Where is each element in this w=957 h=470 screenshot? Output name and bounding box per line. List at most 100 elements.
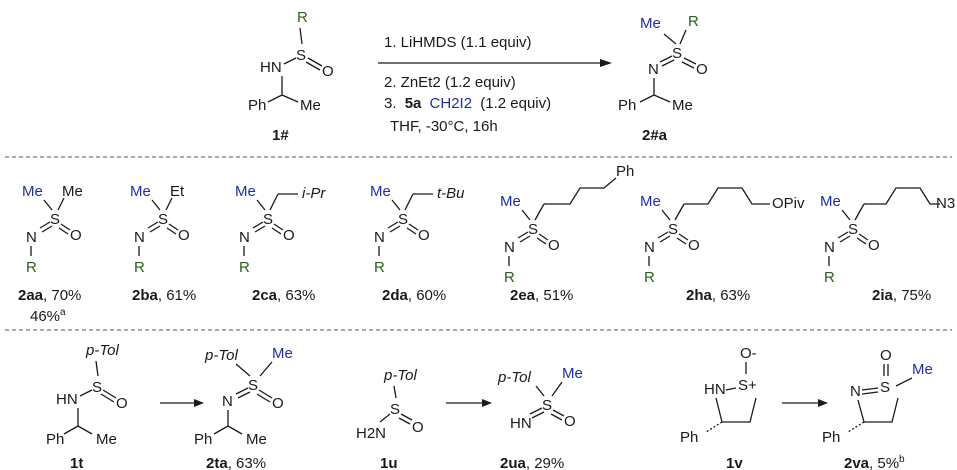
atom-me: Me bbox=[62, 183, 83, 200]
atom-ph: Ph bbox=[616, 163, 634, 180]
atom-s-plus: S+ bbox=[738, 377, 757, 394]
atom-s: S bbox=[848, 221, 858, 238]
label-2aa: 2aa, 70% bbox=[18, 287, 81, 304]
label-1u: 1u bbox=[380, 455, 398, 470]
atom-o: O bbox=[322, 63, 334, 80]
label-1v: 1v bbox=[726, 455, 743, 470]
id: 2ta bbox=[206, 455, 228, 470]
atom-o: O bbox=[418, 227, 430, 244]
yield: , 63% bbox=[228, 455, 266, 470]
atom-n: N bbox=[824, 239, 835, 256]
label-2aa-alt: 46%a bbox=[30, 307, 66, 325]
atom-r: R bbox=[374, 259, 385, 276]
atom-o: O bbox=[412, 419, 424, 436]
atom-n: N bbox=[134, 229, 145, 246]
atom-me-blue: Me bbox=[640, 15, 661, 32]
atom-o: O bbox=[283, 227, 295, 244]
atom-n: N bbox=[644, 239, 655, 256]
atom-me: Me bbox=[300, 97, 321, 114]
compound-2ea: Me Ph S O N R 2ea, 51% bbox=[500, 163, 634, 304]
atom-me-blue: Me bbox=[235, 183, 256, 200]
compound-2ca: Me i-Pr S O N R 2ca, 63% bbox=[235, 183, 326, 304]
id: 2aa bbox=[18, 287, 44, 304]
id: 2ua bbox=[500, 455, 527, 470]
atom-s: S bbox=[528, 221, 538, 238]
compound-label-2a: 2#a bbox=[642, 127, 668, 144]
atom-me: Me bbox=[96, 431, 117, 448]
compound-2ha: Me OPiv S O N R 2ha, 63% bbox=[640, 187, 805, 304]
id: 2ba bbox=[132, 287, 159, 304]
yield: , 51% bbox=[535, 287, 573, 304]
atom-s: S bbox=[158, 211, 168, 228]
atom-ipr: i-Pr bbox=[302, 185, 326, 202]
atom-r: R bbox=[688, 13, 699, 30]
atom-o: O bbox=[696, 61, 708, 78]
label-2ha: 2ha, 63% bbox=[686, 287, 750, 304]
atom-n: N bbox=[222, 393, 233, 410]
atom-s: S bbox=[296, 47, 306, 64]
atom-s: S bbox=[880, 379, 890, 396]
atom-ph: Ph bbox=[46, 431, 64, 448]
label-2da: 2da, 60% bbox=[382, 287, 446, 304]
compound-1u: p-Tol S O H2N 1u bbox=[356, 367, 424, 470]
atom-ptol: p-Tol bbox=[497, 369, 531, 386]
compound-2aa: Me Me S O N R 2aa, 70% 46%a bbox=[18, 183, 83, 325]
product-2a: Me R S O N Ph Me 2#a bbox=[618, 13, 708, 144]
condition-step-3: 3. 5a CH2I2 (1.2 equiv) bbox=[384, 95, 551, 112]
atom-me-blue: Me bbox=[640, 193, 661, 210]
atom-r: R bbox=[297, 9, 308, 26]
compound-1v: O- S+ HN Ph 1v bbox=[680, 345, 757, 470]
compound-2va: O Me S N Ph 2va, 5%b bbox=[822, 347, 933, 470]
arrow-u bbox=[446, 399, 492, 407]
id: 2ia bbox=[872, 287, 894, 304]
id: 2va bbox=[844, 455, 870, 470]
atom-r: R bbox=[134, 259, 145, 276]
yield: , 70% bbox=[43, 287, 81, 304]
atom-o: O bbox=[564, 413, 576, 430]
atom-me-blue: Me bbox=[272, 345, 293, 362]
label-2va: 2va, 5%b bbox=[844, 454, 905, 470]
atom-o: O bbox=[868, 237, 880, 254]
atom-me-blue: Me bbox=[820, 193, 841, 210]
footnote-b: b bbox=[899, 454, 905, 465]
compound-label-1: 1# bbox=[272, 127, 289, 144]
atom-ph: Ph bbox=[822, 429, 840, 446]
label-1t: 1t bbox=[70, 455, 83, 470]
atom-r: R bbox=[824, 269, 835, 286]
compound-2ta: p-Tol Me S O N Ph Me 2ta, 63% bbox=[194, 345, 293, 470]
atom-ptol: p-Tol bbox=[383, 367, 417, 384]
atom-s: S bbox=[542, 397, 552, 414]
atom-me-blue: Me bbox=[562, 365, 583, 382]
atom-et: Et bbox=[170, 183, 185, 200]
atom-n3: N3 bbox=[936, 195, 955, 212]
extra-yield: 46% bbox=[30, 308, 60, 325]
atom-opiv: OPiv bbox=[772, 195, 805, 212]
yield: , 75% bbox=[893, 287, 931, 304]
yield: , 61% bbox=[158, 287, 196, 304]
id: 2ha bbox=[686, 287, 713, 304]
atom-hn: HN bbox=[56, 391, 78, 408]
atom-o: O bbox=[70, 227, 82, 244]
atom-ph: Ph bbox=[680, 429, 698, 446]
atom-me-blue: Me bbox=[912, 361, 933, 378]
step3-ch2i2: CH2I2 bbox=[430, 95, 473, 112]
yield: , 60% bbox=[408, 287, 446, 304]
atom-ptol: p-Tol bbox=[204, 347, 238, 364]
atom-s: S bbox=[668, 221, 678, 238]
atom-r: R bbox=[26, 259, 37, 276]
atom-tbu: t-Bu bbox=[437, 185, 465, 202]
label-2ua: 2ua, 29% bbox=[500, 455, 564, 470]
atom-hn: HN bbox=[510, 415, 532, 432]
atom-n: N bbox=[504, 239, 515, 256]
atom-o: O bbox=[688, 237, 700, 254]
step3-reagent: 5a bbox=[405, 95, 422, 112]
compound-2ia: Me N3 S O N R 2ia, 75% bbox=[820, 187, 955, 304]
yield: , 29% bbox=[526, 455, 564, 470]
yield: , 5% bbox=[869, 455, 899, 470]
compound-1t: p-Tol S O HN Ph Me 1t bbox=[46, 342, 128, 470]
atom-ph: Ph bbox=[194, 431, 212, 448]
atom-ptol: p-Tol bbox=[85, 342, 119, 359]
footnote-a: a bbox=[60, 307, 66, 318]
arrow-t bbox=[160, 399, 204, 407]
atom-s: S bbox=[390, 401, 400, 418]
